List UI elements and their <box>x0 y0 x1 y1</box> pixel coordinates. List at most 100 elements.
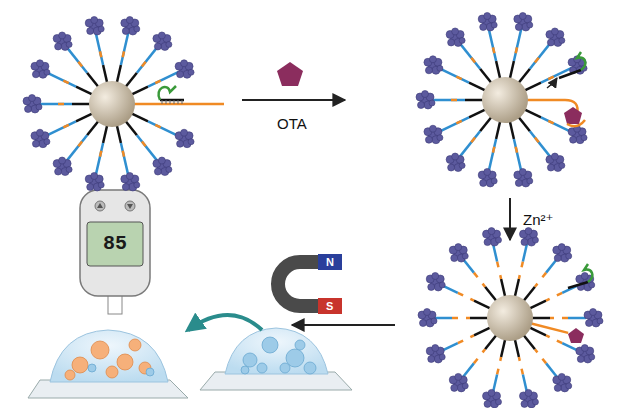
bubble <box>88 364 96 372</box>
enzyme <box>559 163 565 169</box>
dna-strand <box>525 110 541 118</box>
dna-strand <box>524 335 535 349</box>
dna-strand <box>562 317 568 320</box>
enzyme <box>597 318 603 324</box>
dna-strand <box>87 73 98 87</box>
dna-strand <box>485 287 496 301</box>
dna-strand <box>493 147 494 153</box>
enzyme <box>455 373 462 380</box>
dna-strand <box>117 65 121 83</box>
dna-strand <box>471 58 475 63</box>
enzyme <box>566 383 572 389</box>
enzyme <box>451 384 458 391</box>
enzyme <box>424 309 431 316</box>
dna-strand <box>531 323 568 332</box>
dna-strand <box>501 279 505 297</box>
dna-strand <box>501 339 505 357</box>
dna-strand <box>155 81 160 84</box>
dna-strand <box>134 103 224 106</box>
dna-strand <box>516 47 517 53</box>
dna-strand <box>78 62 82 67</box>
enzyme <box>496 237 502 243</box>
enzyme <box>425 136 432 143</box>
hairpin <box>159 86 176 100</box>
dna-strand <box>568 317 586 320</box>
dna-strand <box>76 114 92 122</box>
reaction-arrow <box>242 99 345 101</box>
enzyme <box>66 167 72 173</box>
dna-strand <box>474 273 478 278</box>
dna-strand <box>452 317 458 320</box>
reaction-arrow <box>509 198 511 240</box>
dna-strand <box>483 349 485 352</box>
enzyme <box>532 399 538 405</box>
enzyme <box>439 354 445 360</box>
dna-strand <box>96 32 104 65</box>
dna-strand <box>483 284 485 287</box>
dna-strand <box>72 103 90 106</box>
enzyme <box>496 399 502 405</box>
enzyme <box>98 182 104 188</box>
dna-strand <box>493 47 494 53</box>
enzyme <box>428 356 435 363</box>
bubble <box>304 362 316 374</box>
dna-strand <box>132 87 148 95</box>
enzyme <box>459 163 465 169</box>
bubble <box>106 366 118 378</box>
bubble <box>295 340 305 350</box>
enzyme <box>55 43 62 50</box>
enzyme <box>525 389 532 396</box>
dna-strand <box>103 125 107 143</box>
enzyme <box>429 56 436 63</box>
magnetic-bead <box>487 295 533 341</box>
magnet-pole <box>318 254 342 270</box>
enzyme <box>515 24 522 31</box>
enzyme <box>437 135 443 141</box>
dna-strand <box>530 42 551 69</box>
dna-strand <box>523 244 527 262</box>
dna-strand <box>542 359 546 364</box>
enzyme <box>527 22 533 28</box>
enzyme <box>44 69 50 75</box>
dna-strand <box>480 117 491 131</box>
dna-strand <box>535 349 537 352</box>
enzyme <box>158 32 165 39</box>
enzyme <box>581 345 588 352</box>
enzyme <box>554 384 561 391</box>
dna-strand <box>126 121 137 135</box>
dna-strand <box>438 68 469 83</box>
dna-strand <box>548 121 553 124</box>
enzyme <box>432 345 439 352</box>
enzyme <box>32 71 39 78</box>
enzyme <box>32 140 39 147</box>
enzyme <box>418 102 425 109</box>
enzyme <box>87 28 94 35</box>
enzyme <box>484 13 491 20</box>
enzyme <box>581 135 587 141</box>
dna-strand <box>469 110 485 118</box>
dna-strand <box>117 125 121 143</box>
enzyme <box>134 182 140 188</box>
dna-strand <box>76 87 92 95</box>
dna-strand <box>493 375 497 393</box>
enzyme <box>126 17 133 24</box>
dna-strand <box>87 121 98 135</box>
dna-strand <box>530 131 551 158</box>
enzyme <box>547 164 554 171</box>
enzyme <box>484 400 491 407</box>
enzyme <box>521 400 528 407</box>
enzyme <box>488 228 495 235</box>
dna-strand <box>142 62 146 67</box>
enzyme <box>154 43 161 50</box>
enzyme <box>134 26 140 32</box>
enzyme <box>521 239 528 246</box>
enzyme <box>422 91 429 98</box>
enzyme <box>188 139 194 145</box>
dna-strand <box>474 328 490 336</box>
dna-strand <box>515 339 519 357</box>
dna-strand <box>523 375 527 393</box>
dna-strand <box>96 143 104 176</box>
enzyme <box>515 179 522 186</box>
enzyme <box>420 320 427 327</box>
dna-strand <box>123 51 124 57</box>
